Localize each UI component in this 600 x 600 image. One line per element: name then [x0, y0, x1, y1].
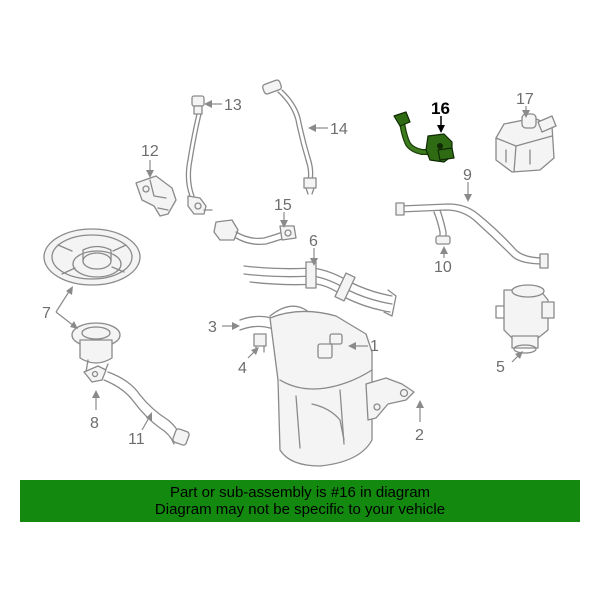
part-2-canister-bracket: [365, 377, 415, 421]
callout-numbers: 1 2 3 4 5 6 7 8 9 10 11 12 13 14 15 16 1…: [42, 91, 534, 448]
part-5-purge-valve: [495, 284, 555, 354]
part-17-leak-detection-pump: [495, 113, 557, 173]
part-11-fuel-line: [103, 371, 190, 446]
callout-6: 6: [309, 233, 318, 250]
callout-17: 17: [516, 91, 534, 108]
part-1-vapor-canister: [269, 310, 373, 467]
callout-13: 13: [224, 97, 242, 114]
part-8-fuel-pump-module: [71, 322, 121, 383]
callout-9: 9: [463, 167, 472, 184]
part-16-highlighted-part: [393, 111, 455, 163]
callout-8: 8: [90, 415, 99, 432]
callout-5: 5: [496, 359, 505, 376]
part-9-vent-line: [395, 202, 549, 269]
callout-12: 12: [141, 143, 159, 160]
info-banner: Part or sub-assembly is #16 in diagram D…: [20, 480, 580, 522]
callout-4: 4: [238, 360, 247, 377]
part-10-vent-line-branch: [433, 209, 451, 245]
leader-lines: [55, 100, 530, 431]
part-13-oxygen-sensor: [185, 95, 213, 215]
callout-11: 11: [128, 431, 145, 448]
part-14-oxygen-sensor: [262, 79, 317, 195]
callout-14: 14: [330, 121, 348, 138]
part-6-vapor-tubes: [243, 261, 397, 317]
callout-2: 2: [415, 427, 424, 444]
banner-line-disclaimer: Diagram may not be specific to your vehi…: [154, 501, 446, 518]
part-15-oxygen-sensor: [213, 219, 297, 246]
callout-10: 10: [434, 259, 452, 276]
banner-line-part-number: Part or sub-assembly is #16 in diagram: [169, 484, 431, 501]
callout-1: 1: [370, 338, 379, 355]
callout-3: 3: [208, 319, 217, 336]
callout-7: 7: [42, 305, 51, 322]
callout-16: 16: [431, 99, 450, 118]
callout-15: 15: [274, 197, 292, 214]
part-7-lock-ring: [43, 228, 141, 286]
part-12-bracket: [135, 175, 177, 217]
